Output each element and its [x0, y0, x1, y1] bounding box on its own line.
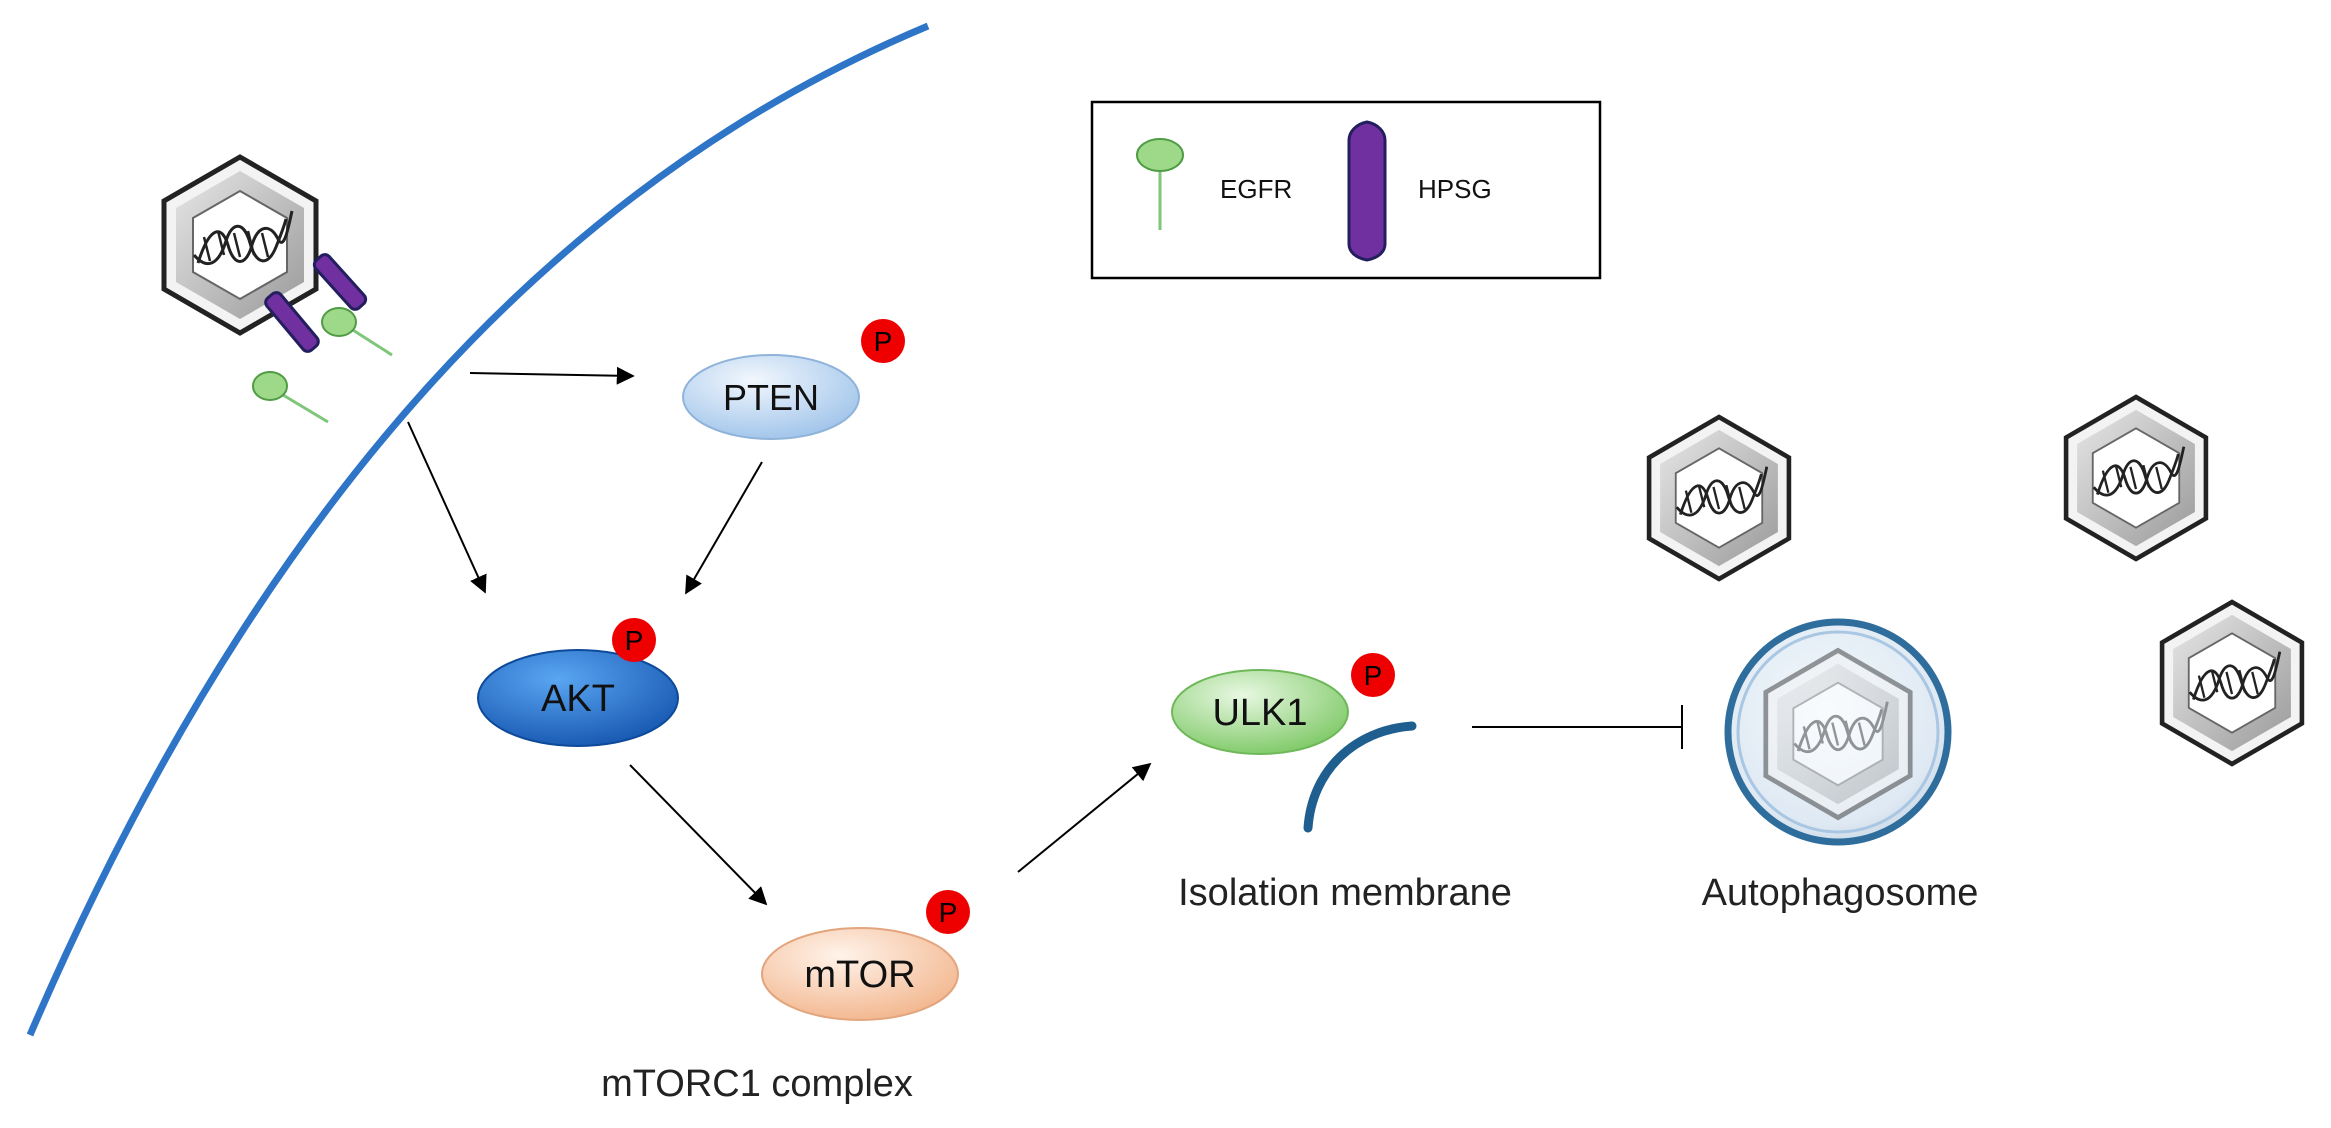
phospho-badge: P [861, 319, 905, 363]
inhibition-ulk1-to-autophagosome [1472, 705, 1683, 749]
akt-label: AKT [541, 678, 615, 720]
autophagosome-label: Autophagosome [1702, 872, 1979, 914]
pten-node: PTEN [682, 354, 860, 440]
mtor-node: mTOR [761, 927, 959, 1021]
egfr-legend-icon [1136, 138, 1184, 230]
virus-particle-free [1649, 417, 1789, 579]
hpsg-bar-icon [264, 291, 320, 353]
arrow-mtor-to-ulk1 [1017, 762, 1152, 873]
phospho-badge: P [1351, 653, 1395, 697]
virus-particle-docked [164, 157, 316, 333]
hpsg-legend-icon [1347, 120, 1387, 262]
ulk1-label: ULK1 [1212, 692, 1307, 734]
ulk1-node: ULK1 [1171, 669, 1349, 755]
cell-membrane [26, 22, 930, 1037]
hpsg-bar-icon [312, 253, 368, 311]
pten-label: PTEN [723, 377, 819, 418]
arrow-akt-to-mtor [629, 764, 768, 906]
arrow-pten-to-akt [685, 461, 763, 595]
svg-text:P: P [939, 897, 958, 928]
mtor-label: mTOR [804, 954, 915, 996]
egfr-receptor-icon [321, 307, 393, 357]
svg-text:P: P [874, 326, 893, 357]
akt-node: AKT [477, 649, 679, 747]
svg-text:P: P [1364, 660, 1383, 691]
svg-text:P: P [625, 625, 644, 656]
arrow-receptor-to-pten [469, 366, 635, 385]
virus-particle-free [2066, 397, 2206, 559]
legend: EGFR HPSG [1090, 100, 1602, 280]
autophagosome [1724, 618, 1952, 846]
legend-box [1090, 100, 1602, 280]
isolation-membrane-label: Isolation membrane [1178, 872, 1512, 914]
egfr-receptor-icon [252, 371, 329, 424]
isolation-membrane-arc [1303, 721, 1417, 833]
phospho-badge: P [926, 890, 970, 934]
legend-item-hpsg: HPSG [1418, 174, 1492, 204]
phospho-badge: P [612, 618, 656, 662]
arrow-receptor-to-akt [407, 421, 487, 594]
mtorc1-complex-label: mTORC1 complex [601, 1063, 913, 1105]
virus-particle-free [2162, 602, 2302, 764]
legend-item-egfr: EGFR [1220, 174, 1292, 204]
